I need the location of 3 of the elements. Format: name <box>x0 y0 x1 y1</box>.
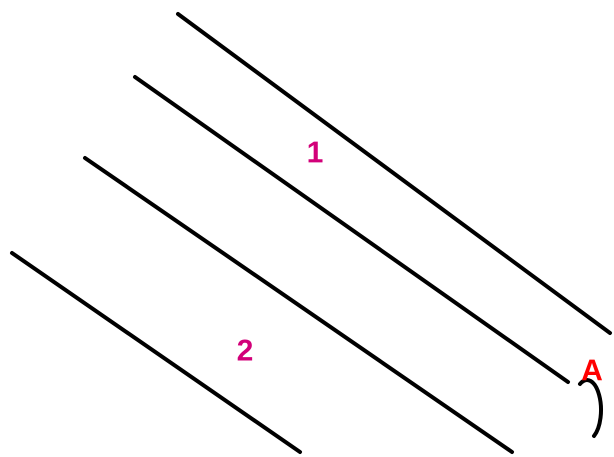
part-label: 2 <box>238 340 252 360</box>
part-label: 1 <box>308 142 323 162</box>
part-label: A <box>582 360 602 380</box>
